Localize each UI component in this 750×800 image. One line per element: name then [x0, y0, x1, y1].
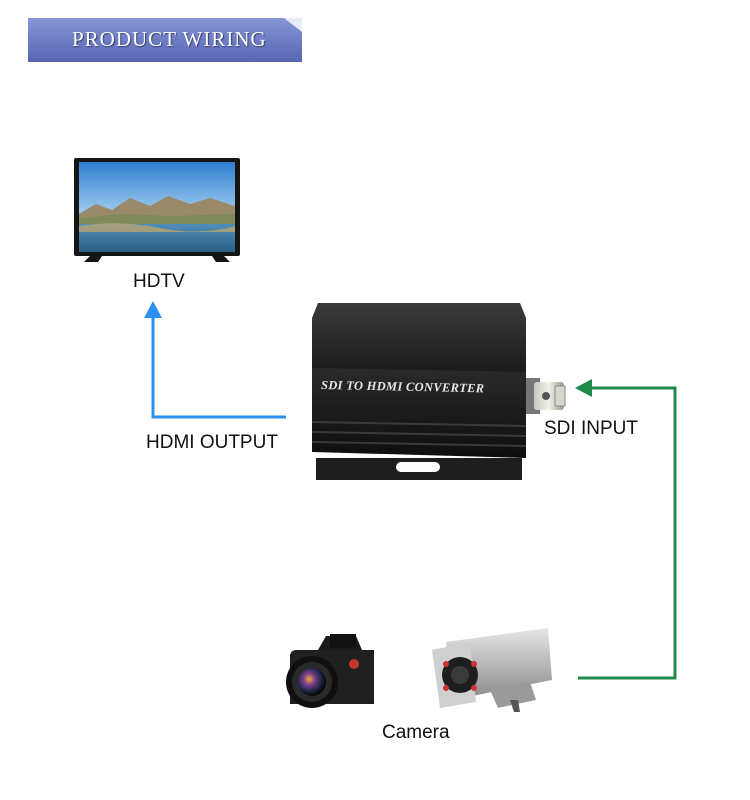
sdi-connection-line [575, 379, 677, 680]
sdi-arrow-head [575, 379, 592, 397]
hdtv-icon [74, 158, 240, 262]
banner-title: PRODUCT WIRING [72, 27, 267, 51]
cctv-camera-icon [432, 628, 552, 712]
hdmi-output-label: HDMI OUTPUT [146, 432, 278, 453]
camera-label: Camera [382, 722, 450, 743]
hdtv-label: HDTV [133, 271, 185, 292]
title-banner: PRODUCT WIRING [28, 18, 302, 74]
sdi-input-label: SDI INPUT [544, 418, 638, 439]
converter-box [311, 303, 566, 480]
hdmi-arrow-head [144, 301, 162, 318]
dslr-camera-icon [286, 634, 374, 708]
hdmi-connection-line [144, 301, 286, 419]
bnc-connector-icon [526, 378, 566, 414]
